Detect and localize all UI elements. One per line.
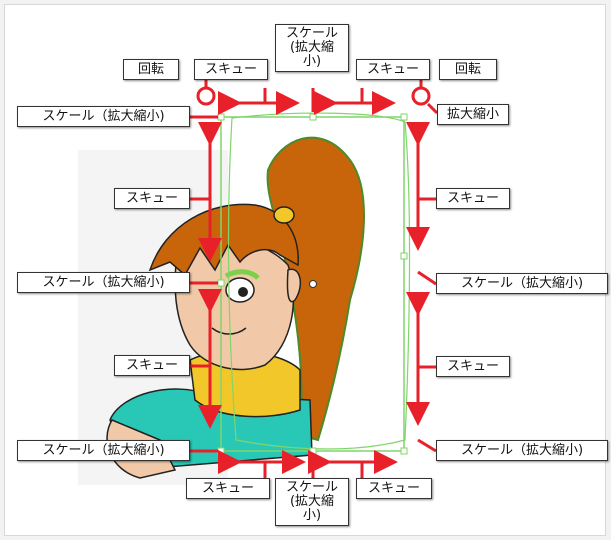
label-skew-bottom-right: スキュー: [356, 478, 432, 499]
handle-top-center[interactable]: [309, 113, 317, 121]
label-scale-middle-left: スケール（拡大縮小): [17, 272, 190, 293]
handle-middle-right[interactable]: [400, 252, 408, 260]
scale-corner-pointer: [426, 102, 439, 115]
bangs: [148, 203, 299, 277]
handle-bottom-left[interactable]: [217, 447, 225, 455]
handle-bottom-right[interactable]: [400, 447, 408, 455]
handle-middle-left[interactable]: [217, 279, 225, 287]
ear: [286, 268, 302, 303]
annotation-arrows: [190, 78, 439, 478]
label-scale-bottom-right: スケール（拡大縮小): [436, 440, 608, 461]
arrow-right-scale-bottom: [417, 438, 437, 453]
label-scale-bottom: スケール (拡大縮 小): [275, 478, 349, 526]
handle-top-left[interactable]: [217, 113, 225, 121]
label-scale-corner: 拡大縮小: [437, 104, 509, 125]
label-scale-top: スケール (拡大縮 小): [275, 24, 349, 72]
label-skew-bottom-left: スキュー: [186, 478, 270, 499]
label-scale-bottom-left: スケール（拡大縮小): [17, 440, 190, 461]
label-scale-middle-right: スケール（拡大縮小): [436, 273, 608, 294]
character-illustration: [78, 112, 411, 485]
rotate-indicator-left: [196, 86, 216, 106]
arrow-right-scale-middle: [417, 270, 437, 286]
pivot-point[interactable]: [309, 280, 317, 288]
label-skew-left-upper: スキュー: [114, 188, 190, 209]
label-skew-top-left: スキュー: [194, 59, 268, 80]
pupil: [238, 287, 248, 297]
handle-top-right[interactable]: [400, 113, 408, 121]
label-rotate-right: 回転: [439, 59, 497, 80]
label-scale-top-left: スケール（拡大縮小): [17, 106, 190, 127]
hair-tie: [273, 206, 295, 224]
handle-bottom-center[interactable]: [309, 447, 317, 455]
label-skew-right-upper: スキュー: [436, 188, 510, 209]
rotate-indicator-right: [411, 86, 431, 106]
label-rotate-left: 回転: [123, 59, 179, 80]
label-skew-left-lower: スキュー: [114, 355, 190, 376]
label-skew-top-right: スキュー: [356, 59, 430, 80]
label-skew-right-lower: スキュー: [436, 356, 510, 377]
